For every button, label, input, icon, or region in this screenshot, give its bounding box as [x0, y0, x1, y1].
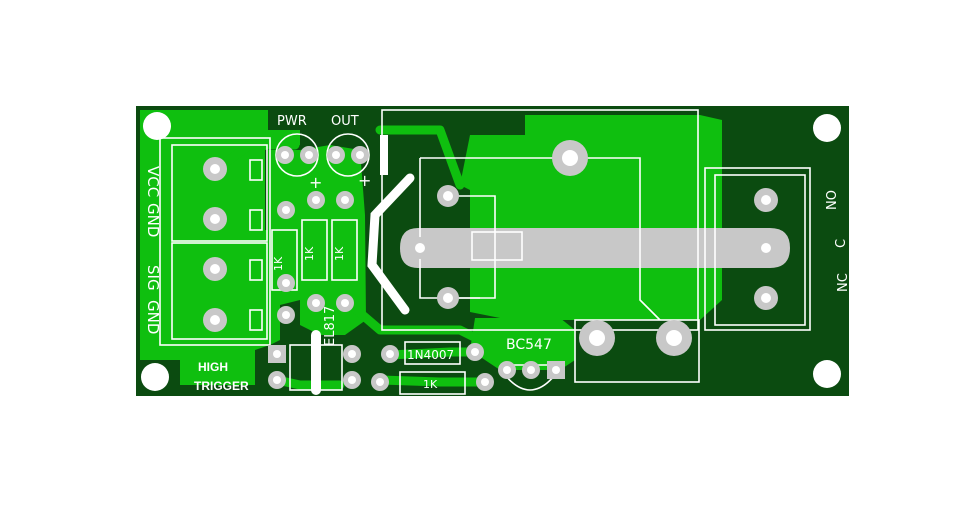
label-led-out: OUT	[331, 114, 359, 129]
label-vcc: VCC	[144, 166, 162, 197]
pads-layer	[203, 140, 778, 391]
label-led-out-plus: +	[358, 171, 371, 190]
copper-pour-relay	[460, 115, 722, 320]
relay-coil-box	[471, 231, 523, 261]
label-trigger-line2: TRIGGER	[194, 379, 249, 393]
label-terminal-nc: NC	[836, 273, 851, 292]
label-gnd-top: GND	[144, 203, 162, 237]
resistor-3-outline	[331, 219, 358, 281]
label-terminal-c: C	[834, 239, 849, 248]
label-optocoupler: EL817	[323, 306, 338, 346]
silkscreen-layer	[159, 109, 811, 395]
label-diode: 1N4007	[407, 348, 454, 362]
input-terminal-lower	[171, 242, 268, 340]
output-terminal-outline	[704, 167, 811, 331]
label-terminal-no: NO	[825, 190, 840, 210]
label-resistor-2: 1K	[303, 246, 316, 261]
input-terminal-upper	[171, 144, 268, 242]
mount-hole-bottom-right	[813, 360, 841, 388]
relay-outline-top	[381, 109, 699, 331]
input-pads	[203, 157, 227, 332]
input-terminal-outline	[159, 137, 271, 346]
trace-trigger	[272, 375, 345, 390]
trace-coil-top	[375, 125, 465, 190]
label-resistor-4: 1K	[423, 378, 438, 391]
copper-pour-input	[140, 110, 300, 385]
mount-hole-top-left	[143, 112, 171, 140]
copper-pour-driver	[470, 318, 575, 370]
label-transistor: BC547	[506, 337, 552, 353]
label-trigger-line1: HIGH	[198, 360, 228, 374]
silkscreen-text: VCC GND SIG GND PWR OUT + + 1K 1K 1K EL8…	[144, 114, 851, 393]
mounting-holes	[141, 112, 841, 391]
resistor-2-outline	[301, 219, 328, 281]
diode-outline	[404, 341, 461, 365]
mount-hole-bottom-left	[141, 363, 169, 391]
relay-outline-bottom	[574, 319, 700, 383]
label-sig: SIG	[144, 265, 162, 291]
label-gnd-bottom: GND	[144, 300, 162, 334]
label-resistor-1: 1K	[272, 256, 285, 271]
transistor-outline	[504, 374, 556, 391]
label-led-pwr-plus: +	[309, 173, 322, 192]
label-resistor-3: 1K	[333, 246, 346, 261]
mount-hole-top-right	[813, 114, 841, 142]
relay-common-strip	[400, 228, 790, 268]
label-led-pwr: PWR	[277, 114, 307, 129]
resistor-4-outline	[399, 371, 466, 395]
jumper-wire-main	[367, 173, 415, 315]
